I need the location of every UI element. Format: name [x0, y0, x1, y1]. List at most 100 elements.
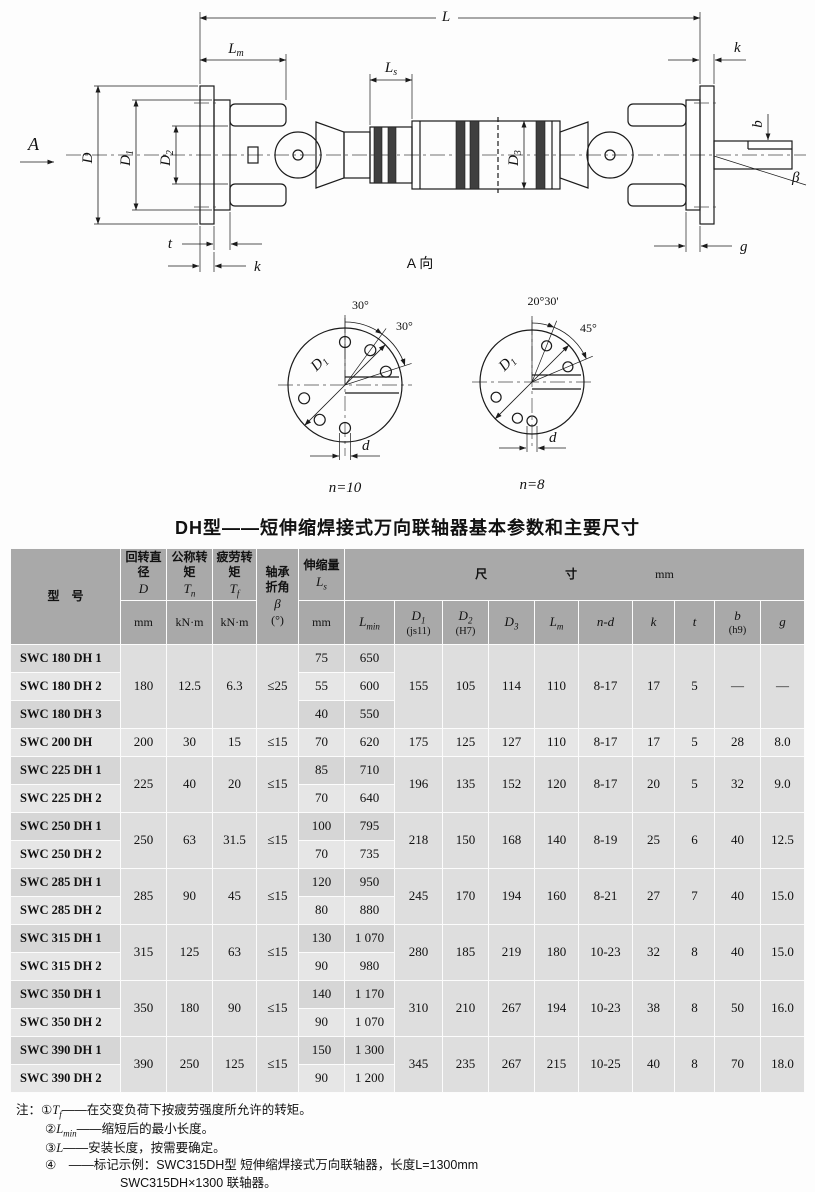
- value-cell: 185: [442, 923, 489, 981]
- value-cell: 150: [442, 811, 489, 869]
- value-cell: 40: [714, 811, 761, 869]
- value-cell: —: [714, 643, 761, 729]
- ls-cell: 80: [298, 895, 345, 925]
- value-cell: 8.0: [760, 727, 805, 757]
- value-cell: 6.3: [212, 643, 257, 729]
- note-text: ——缩短后的最小长度。: [76, 1121, 215, 1136]
- note-line: ③L——安装长度，按需要确定。: [45, 1140, 226, 1155]
- value-cell: 194: [488, 867, 535, 925]
- size-subcol-header: g: [760, 599, 805, 645]
- lmin-cell: 600: [344, 671, 395, 701]
- value-cell: 350: [120, 979, 167, 1037]
- ls-cell: 140: [298, 979, 345, 1009]
- lmin-cell: 620: [344, 727, 395, 757]
- value-cell: 175: [394, 727, 443, 757]
- model-cell: SWC 350 DH 2: [10, 1007, 121, 1037]
- note-text: ——标记示例：SWC315DH型 短伸缩焊接式万向联轴器，长度L=1300mm: [56, 1158, 479, 1173]
- model-cell: SWC 250 DH 1: [10, 811, 121, 841]
- a-view-label: A 向: [407, 255, 433, 271]
- value-cell: 10-23: [578, 923, 633, 981]
- value-cell: 17: [632, 727, 675, 757]
- size-subcol-header: t: [674, 599, 715, 645]
- ls-cell: 90: [298, 1063, 345, 1093]
- notes-prefix: 注：: [16, 1102, 42, 1117]
- value-cell: 390: [120, 1035, 167, 1093]
- dim-label-d2: D2: [158, 150, 176, 167]
- value-cell: 27: [632, 867, 675, 925]
- value-cell: 50: [714, 979, 761, 1037]
- value-cell: 310: [394, 979, 443, 1037]
- value-cell: 8: [674, 979, 715, 1037]
- angle-label-right-a: 20°30': [528, 294, 559, 308]
- lmin-cell: 710: [344, 755, 395, 785]
- value-cell: 140: [534, 811, 579, 869]
- model-cell: SWC 390 DH 2: [10, 1063, 121, 1093]
- value-cell: 10-25: [578, 1035, 633, 1093]
- value-cell: 28: [714, 727, 761, 757]
- value-cell: 250: [166, 1035, 213, 1093]
- value-cell: 110: [534, 643, 579, 729]
- value-cell: 105: [442, 643, 489, 729]
- model-cell: SWC 250 DH 2: [10, 839, 121, 869]
- ls-cell: 55: [298, 671, 345, 701]
- value-cell: 180: [534, 923, 579, 981]
- value-cell: 40: [166, 755, 213, 813]
- model-cell: SWC 350 DH 1: [10, 979, 121, 1009]
- value-cell: 8-17: [578, 727, 633, 757]
- model-cell: SWC 180 DH 3: [10, 699, 121, 729]
- value-cell: 225: [120, 755, 167, 813]
- model-cell: SWC 285 DH 1: [10, 867, 121, 897]
- value-cell: 210: [442, 979, 489, 1037]
- value-cell: 15.0: [760, 867, 805, 925]
- value-cell: 218: [394, 811, 443, 869]
- value-cell: 110: [534, 727, 579, 757]
- value-cell: 40: [714, 867, 761, 925]
- size-subcol-header: D2(H7): [442, 599, 489, 645]
- lmin-cell: 735: [344, 839, 395, 869]
- model-cell: SWC 200 DH: [10, 727, 121, 757]
- value-cell: 125: [166, 923, 213, 981]
- value-cell: ≤25: [256, 643, 299, 729]
- value-cell: 250: [120, 811, 167, 869]
- value-cell: 16.0: [760, 979, 805, 1037]
- value-cell: ≤15: [256, 867, 299, 925]
- value-cell: 267: [488, 979, 535, 1037]
- model-cell: SWC 390 DH 1: [10, 1035, 121, 1065]
- note-line: 注：①Tf——在交变负荷下按疲劳强度所允许的转矩。: [16, 1102, 312, 1120]
- lmin-cell: 1 070: [344, 1007, 395, 1037]
- ls-cell: 90: [298, 1007, 345, 1037]
- size-subcol-header: D3: [488, 599, 535, 645]
- ls-cell: 150: [298, 1035, 345, 1065]
- value-cell: 6: [674, 811, 715, 869]
- dim-label-g: g: [740, 239, 748, 255]
- value-cell: 12.5: [760, 811, 805, 869]
- lmin-cell: 980: [344, 951, 395, 981]
- ls-cell: 40: [298, 699, 345, 729]
- value-cell: 5: [674, 643, 715, 729]
- ls-cell: 70: [298, 839, 345, 869]
- main-assembly-view: L Lm Ls k A: [20, 9, 807, 275]
- note-number: ③: [45, 1140, 57, 1155]
- value-cell: 152: [488, 755, 535, 813]
- note-line: ④ ——标记示例：SWC315DH型 短伸缩焊接式万向联轴器，长度L=1300m…: [45, 1157, 815, 1175]
- note-number: ①: [41, 1102, 53, 1117]
- size-subcol-header: D1(js11): [394, 599, 443, 645]
- value-cell: 114: [488, 643, 535, 729]
- lmin-cell: 650: [344, 643, 395, 673]
- lmin-cell: 1 300: [344, 1035, 395, 1065]
